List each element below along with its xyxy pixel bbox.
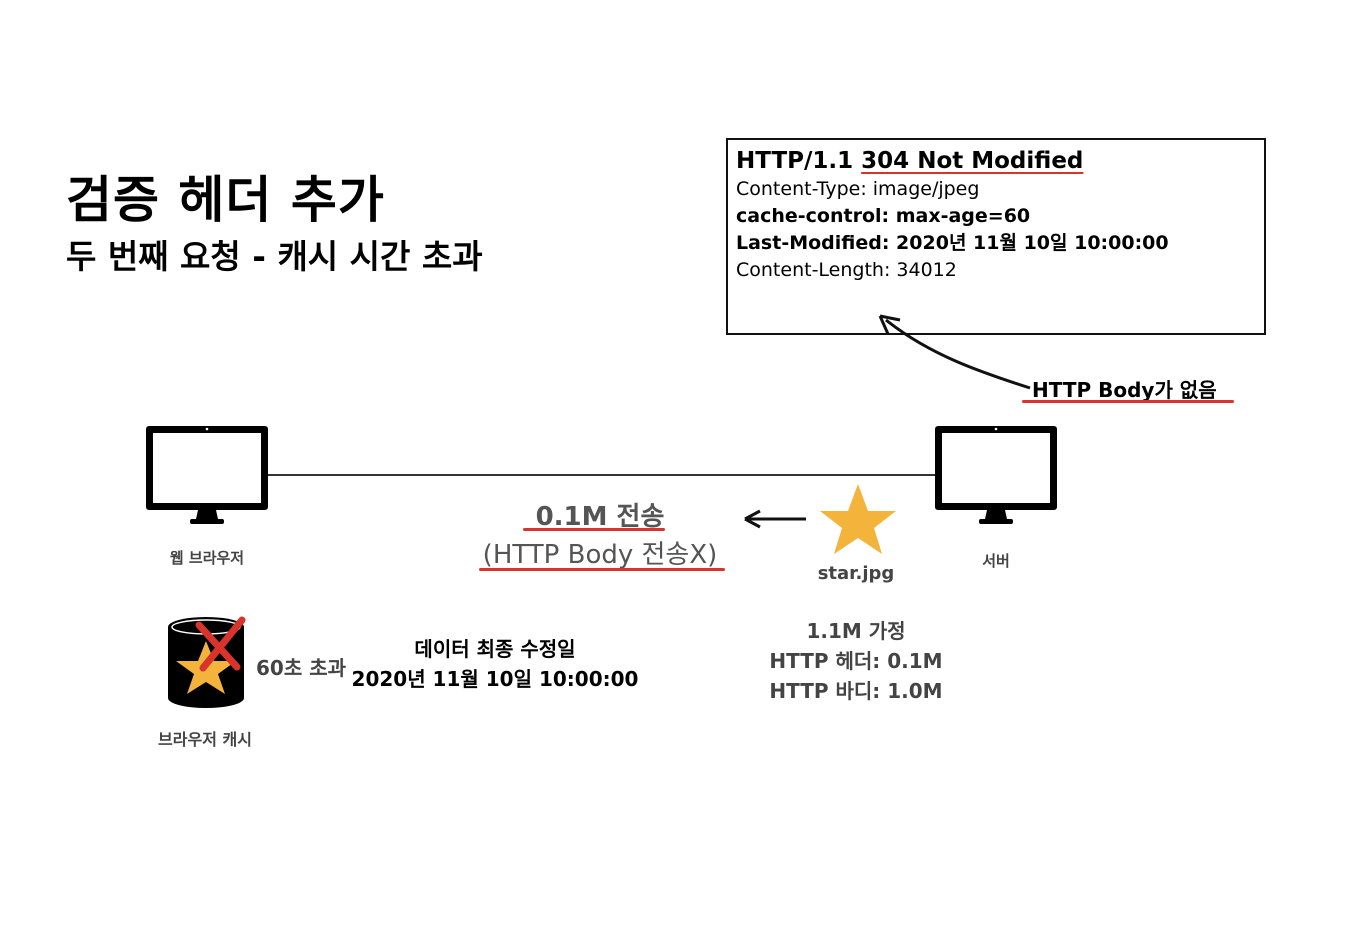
assumption-header: HTTP 헤더: 0.1M <box>769 649 943 673</box>
transfer-note-underline <box>479 568 725 571</box>
client-label: 웹 브라우저 <box>169 549 245 567</box>
response-header-last-modified: Last-Modified: 2020년 11월 10일 10:00:00 <box>736 232 1169 254</box>
no-body-note: HTTP Body가 없음 <box>1032 378 1217 402</box>
note-arrow <box>885 318 1031 390</box>
last-modified-label: 데이터 최종 수정일 <box>414 637 576 661</box>
assumption-total: 1.1M 가정 <box>806 619 906 643</box>
response-header-content-type: Content-Type: image/jpeg <box>736 178 980 200</box>
last-modified-value: 2020년 11월 10일 10:00:00 <box>351 667 639 691</box>
response-status-code: 304 Not Modified <box>861 148 1084 174</box>
transfer-arrow-head <box>744 509 761 529</box>
page-subtitle: 두 번째 요청 - 캐시 시간 초과 <box>66 237 483 276</box>
server-monitor-icon <box>935 426 1057 524</box>
cache-label: 브라우저 캐시 <box>158 730 252 749</box>
file-name-label: star.jpg <box>817 563 895 584</box>
last-modified-note: 데이터 최종 수정일 2020년 11월 10일 10:00:00 <box>350 634 640 694</box>
transfer-note: (HTTP Body 전송X) <box>482 540 718 570</box>
browser-monitor-icon <box>146 426 268 524</box>
transfer-size: 0.1M 전송 <box>535 502 665 532</box>
no-body-underline <box>1022 400 1234 403</box>
note-arrow-head <box>878 314 901 335</box>
response-header-cache-control: cache-control: max-age=60 <box>736 205 1031 227</box>
response-protocol: HTTP/1.1 <box>736 148 862 174</box>
assumption-body: HTTP 바디: 1.0M <box>769 679 943 703</box>
response-header-content-length: Content-Length: 34012 <box>736 259 957 281</box>
server-label: 서버 <box>982 552 1010 570</box>
response-status-line: HTTP/1.1 304 Not Modified <box>736 146 1256 176</box>
expired-x-icon <box>195 616 246 672</box>
size-assumption: 1.1M 가정 HTTP 헤더: 0.1M HTTP 바디: 1.0M <box>756 616 956 706</box>
cache-expired-label: 60초 초과 <box>256 656 346 680</box>
http-response-box: HTTP/1.1 304 Not Modified Content-Type: … <box>726 138 1266 335</box>
transfer-size-underline <box>523 528 665 531</box>
star-icon <box>820 484 896 554</box>
page-title: 검증 헤더 추가 <box>66 171 385 229</box>
